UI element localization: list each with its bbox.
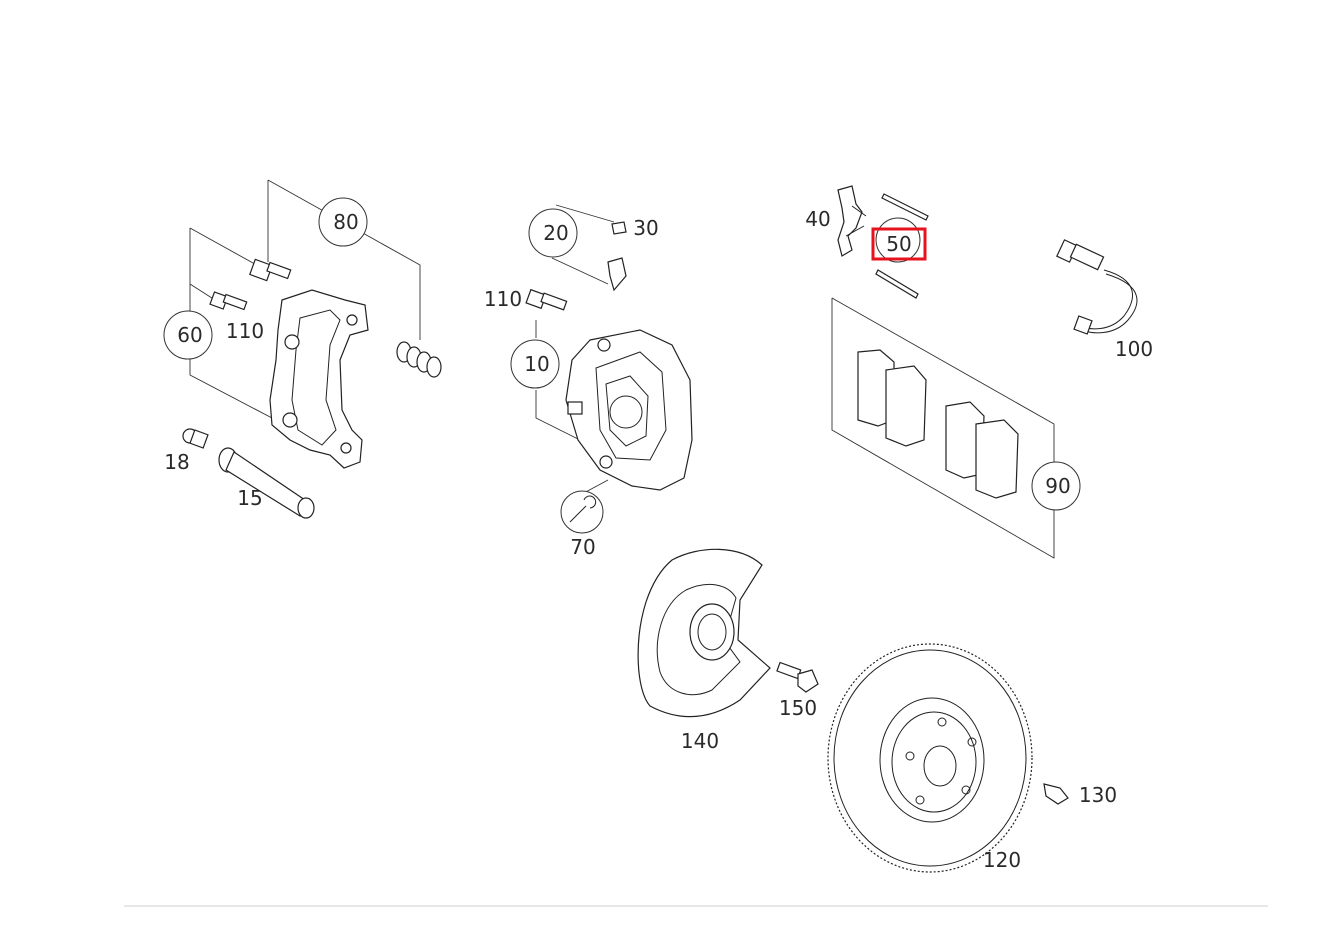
wear-sensor-group (1056, 239, 1138, 335)
brake-pad-set-1 (857, 349, 927, 447)
callouts: 80 60 110 18 15 20 30 110 10 70 40 50 10… (163, 197, 1153, 872)
callout-100[interactable]: 100 (1115, 337, 1153, 361)
callout-15[interactable]: 15 (237, 486, 262, 510)
bleed-screw-30 (607, 221, 627, 292)
callout-10-bubble (510, 339, 560, 389)
retaining-spring-40 (837, 185, 867, 257)
callout-20[interactable]: 20 (543, 221, 568, 245)
callout-50[interactable]: 50 (886, 232, 911, 256)
brake-pad-set-2 (945, 401, 1019, 499)
guide-spring (396, 341, 442, 378)
callout-40[interactable]: 40 (805, 207, 830, 231)
splash-shield (637, 548, 771, 718)
callout-80[interactable]: 80 (333, 210, 358, 234)
brake-caliper (565, 329, 693, 491)
callout-120[interactable]: 120 (983, 848, 1021, 872)
bolt-110-left (209, 291, 248, 311)
callout-110-center[interactable]: 110 (484, 287, 522, 311)
guide-pin-15 (218, 447, 315, 519)
callout-130[interactable]: 130 (1079, 783, 1117, 807)
callout-70[interactable]: 70 (570, 535, 595, 559)
pad-hardware-group (837, 185, 929, 299)
callout-110-left[interactable]: 110 (226, 319, 264, 343)
callout-20-bubble (528, 208, 578, 258)
highlight-box-50 (871, 227, 927, 261)
brake-pads-group (831, 297, 1055, 559)
callout-150[interactable]: 150 (779, 696, 817, 720)
callout-60[interactable]: 60 (177, 323, 202, 347)
callout-90[interactable]: 90 (1045, 474, 1070, 498)
callout-90-bubble (1031, 461, 1081, 511)
caliper-carrier-group (182, 179, 442, 519)
callout-80-bubble (318, 197, 368, 247)
bolt-110-center (525, 288, 568, 311)
pad-pin-50 (875, 193, 929, 299)
caliper-carrier (269, 289, 369, 469)
callout-10[interactable]: 10 (524, 352, 549, 376)
callout-60-bubble (163, 310, 213, 360)
brake-disc (827, 643, 1033, 873)
nut-18 (182, 428, 209, 449)
disc-screw-130 (1043, 783, 1069, 805)
callout-140[interactable]: 140 (681, 729, 719, 753)
callout-18[interactable]: 18 (164, 450, 189, 474)
tightening-torque-icon (560, 490, 604, 534)
callout-30[interactable]: 30 (633, 216, 658, 240)
carrier-bolt-80 (249, 258, 292, 282)
shield-bolt-150 (776, 661, 819, 693)
caliper-group (525, 204, 693, 534)
